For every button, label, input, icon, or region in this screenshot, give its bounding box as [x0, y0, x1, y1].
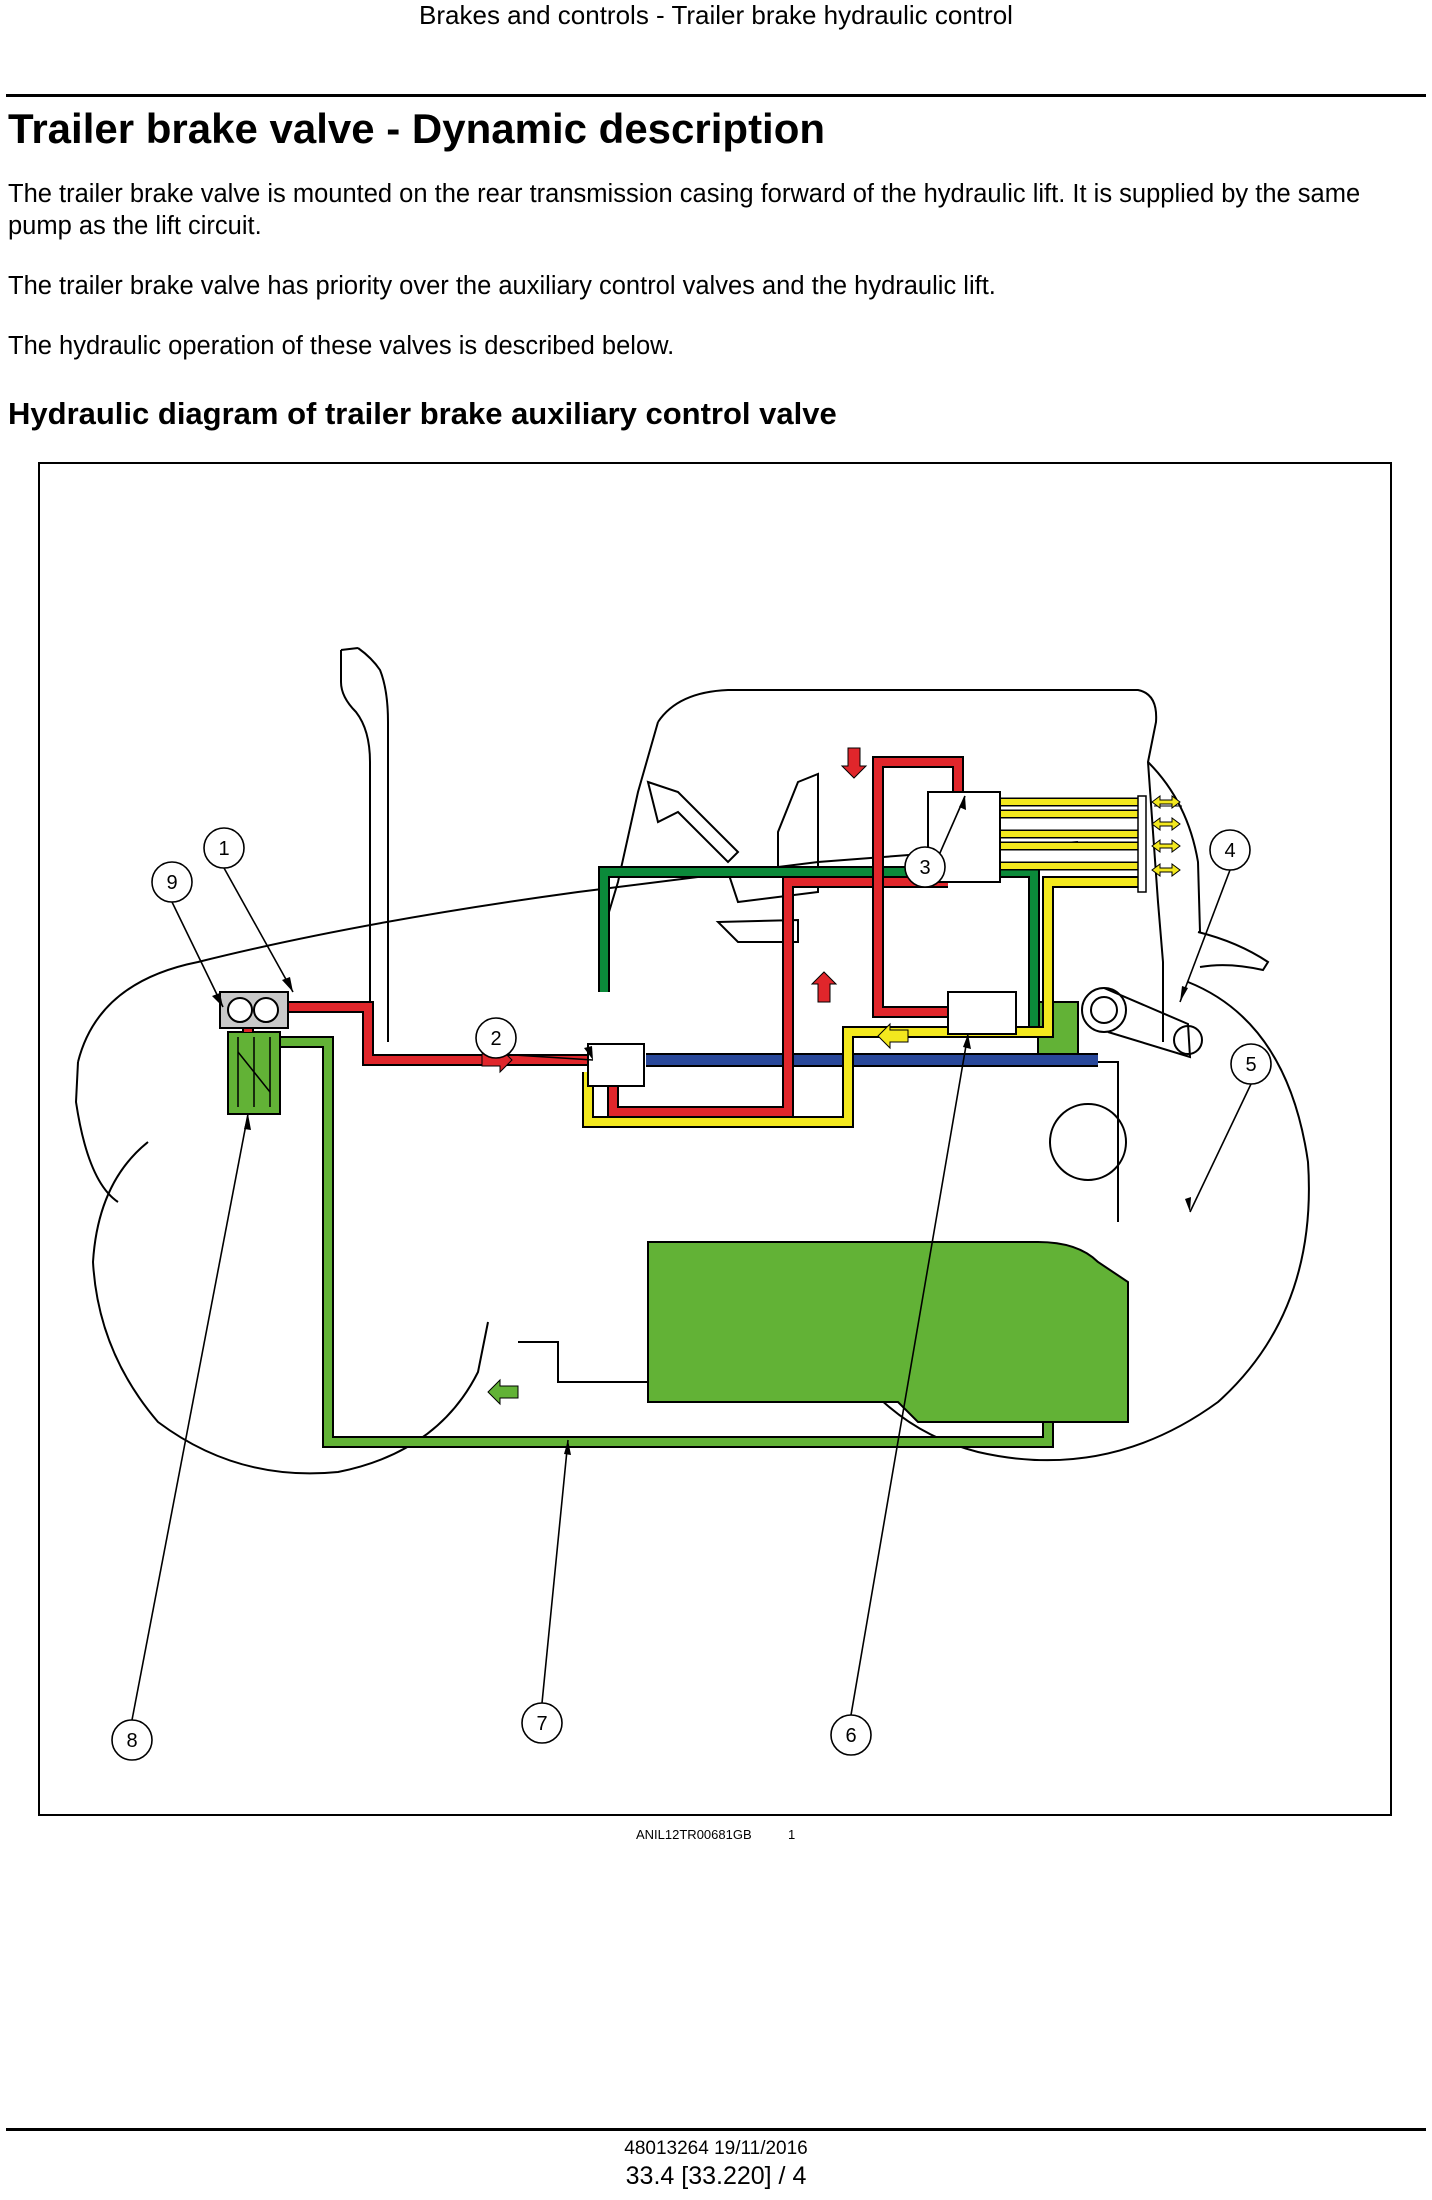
svg-text:3: 3	[919, 857, 930, 879]
svg-text:1: 1	[218, 838, 229, 860]
figure-frame	[38, 462, 1392, 1816]
callout-9: 9	[151, 861, 193, 903]
figure-reference-code: ANIL12TR00681GB	[636, 1827, 752, 1842]
callout-5: 5	[1230, 1043, 1272, 1085]
lift-arm-end	[1173, 1025, 1203, 1055]
page-title: Trailer brake valve - Dynamic descriptio…	[8, 105, 826, 152]
couplers	[1137, 795, 1147, 893]
svg-text:5: 5	[1245, 1054, 1256, 1076]
cab-outline	[657, 689, 1164, 1042]
svg-text:8: 8	[126, 1730, 137, 1752]
hydraulic-diagram: 1 2 3 4 5 6 7	[38, 462, 1392, 1816]
return-circuit	[227, 1001, 1129, 1448]
paragraph-1: The trailer brake valve is mounted on th…	[8, 180, 1361, 240]
flow-arrows	[481, 747, 1182, 1406]
exhaust-pipe-left	[340, 650, 371, 1042]
svg-text:4: 4	[1224, 840, 1235, 862]
paragraph-2: The trailer brake valve has priority ove…	[8, 272, 996, 300]
svg-text:7: 7	[536, 1713, 547, 1735]
svg-text:9: 9	[166, 872, 177, 894]
header-rule	[6, 94, 1426, 97]
figure-title: Hydraulic diagram of trailer brake auxil…	[8, 396, 837, 431]
callout-8: 8	[111, 1719, 153, 1761]
priority-line	[600, 868, 1038, 1028]
callout-7: 7	[521, 1702, 563, 1744]
hydraulic-diagram-svg: 1 2 3 4 5 6 7	[38, 462, 1392, 1816]
leader-lines	[131, 795, 1252, 1721]
callout-3: 3	[904, 846, 946, 888]
svg-text:2: 2	[490, 1028, 501, 1050]
figure-number: 1	[788, 1827, 796, 1842]
pilot-circuit	[582, 797, 1138, 1128]
steering-wheel	[646, 780, 740, 864]
callout-4: 4	[1209, 829, 1251, 871]
front-wheel	[91, 1141, 489, 1475]
footer-doc-id: 48013264 19/11/2016	[624, 2138, 808, 2159]
callout-2: 2	[475, 1017, 517, 1059]
lift-control-valve	[947, 991, 1017, 1035]
cab-rear	[1147, 761, 1201, 933]
svg-text:6: 6	[845, 1725, 856, 1747]
callout-6: 6	[830, 1714, 872, 1756]
rear-axle	[1049, 1103, 1127, 1181]
footer-rule	[6, 2128, 1426, 2131]
leader-arrowheads	[212, 796, 1191, 1455]
exhaust-pipe-right	[357, 647, 389, 1042]
seat	[726, 772, 819, 904]
footer-page-ref: 33.4 [33.220] / 4	[625, 2162, 807, 2190]
paragraph-3: The hydraulic operation of these valves …	[8, 332, 675, 360]
callouts: 1 2 3 4 5 6 7	[111, 827, 1272, 1761]
callout-1: 1	[203, 827, 245, 869]
rear-housing	[647, 1241, 1129, 1423]
trailer-brake-valve	[587, 1043, 645, 1087]
running-header: Brakes and controls - Trailer brake hydr…	[419, 0, 1013, 30]
